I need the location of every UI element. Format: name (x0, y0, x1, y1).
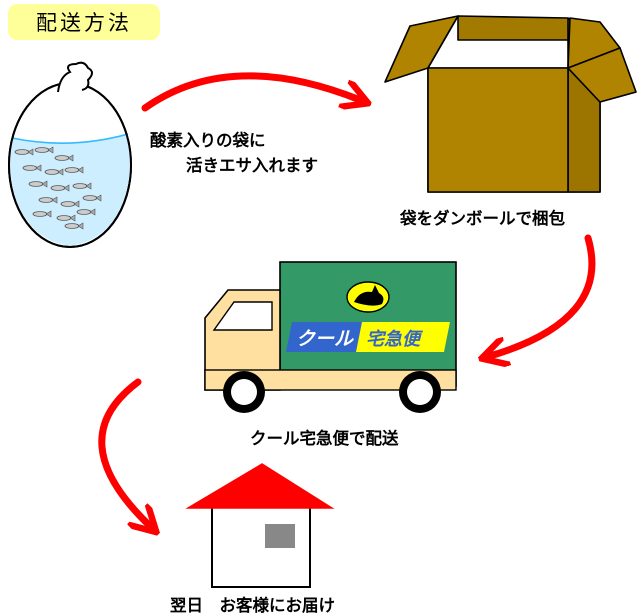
fish-icon (32, 210, 52, 218)
house-icon (185, 463, 335, 588)
fish-icon (82, 194, 102, 202)
fish-icon (28, 180, 48, 188)
box-step-caption: 袋をダンボールで梱包 (400, 209, 565, 228)
brand-banner: クール 宅急便 (286, 322, 450, 352)
delivery-truck-icon: クール 宅急便 (204, 261, 457, 413)
fish-school-icon (14, 146, 102, 230)
plastic-bag-icon (8, 61, 132, 248)
fish-icon (50, 184, 70, 192)
fish-icon (34, 146, 54, 154)
truck-step-caption: クール宅急便で配送 (250, 429, 399, 448)
arrow-bag-to-box (141, 72, 360, 112)
fish-icon (64, 166, 84, 174)
fish-icon (60, 200, 80, 208)
arrow-truck-to-house (98, 378, 150, 526)
fish-icon (56, 214, 76, 222)
fish-icon (54, 154, 74, 162)
fish-icon (76, 208, 96, 216)
fish-icon (64, 222, 84, 230)
house-step-caption: 翌日 お客様にお届け (170, 596, 335, 615)
title-badge-text: 配送方法 (36, 11, 132, 35)
fish-icon (72, 182, 92, 190)
fish-icon (14, 148, 34, 156)
bag-step-caption-line1: 酸素入りの袋に (150, 131, 266, 150)
black-cat-logo-icon (346, 281, 390, 313)
fish-icon (38, 196, 58, 204)
cardboard-box-icon (384, 15, 637, 193)
title-badge: 配送方法 (8, 4, 160, 40)
arrow-box-to-truck (490, 234, 596, 356)
bag-step-caption: 酸素入りの袋に 活きエサ入れます (150, 128, 318, 178)
fish-icon (22, 164, 42, 172)
brand-kanji: 宅急便 (366, 329, 424, 350)
bag-step-caption-line2: 活きエサ入れます (186, 156, 318, 175)
brand-kana: クール (296, 328, 354, 350)
fish-icon (44, 168, 64, 176)
